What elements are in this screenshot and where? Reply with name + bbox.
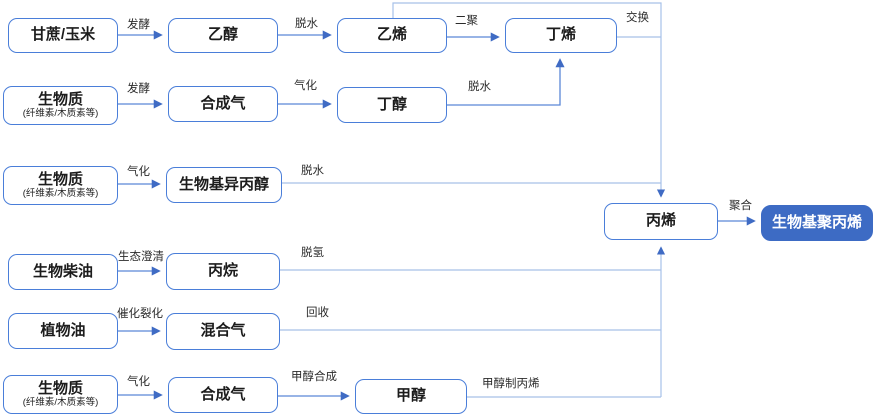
node-mixed-gas: 混合气 (166, 313, 280, 350)
node-methanol: 甲醇 (355, 379, 467, 414)
node-label: 乙醇 (207, 26, 238, 44)
edge-label-gasification-2: 气化 (127, 166, 150, 178)
node-syngas-1: 合成气 (168, 86, 278, 122)
node-butene: 丁烯 (505, 18, 617, 53)
node-label: 丁烯 (545, 26, 576, 44)
node-ethanol: 乙醇 (168, 18, 278, 53)
edge-label-methanol-to-propylene: 甲醇制丙烯 (482, 378, 540, 390)
edge-label-gasification-1: 气化 (294, 80, 317, 92)
node-label: 丙烯 (645, 212, 676, 230)
node-label: 生物柴油 (32, 262, 93, 280)
edge-label-methanol-synthesis: 甲醇合成 (291, 371, 337, 383)
node-label: 甲醇 (395, 387, 426, 405)
node-label: 生物基异丙醇 (178, 175, 269, 193)
edge-label-dehydration-2: 脱水 (468, 81, 491, 93)
edge-ethylene-to-propylene-collector (392, 2, 666, 198)
edge-label-dimerization: 二聚 (455, 15, 478, 27)
node-label: 丙烷 (207, 262, 238, 280)
edge-butanol-dehydration-to-butene (447, 58, 565, 106)
edge-label-polymerization: 聚合 (729, 200, 752, 212)
node-propane: 丙烷 (166, 253, 280, 290)
node-sublabel: (纤维素/木质素等) (22, 396, 99, 408)
edge-label-catalytic-cracking: 催化裂化 (117, 308, 163, 320)
edge-label-metathesis: 交换 (626, 12, 649, 24)
edge-label-dehydration-1: 脱水 (295, 18, 318, 30)
node-label: 甘蔗/玉米 (30, 26, 96, 44)
node-label: 合成气 (200, 385, 246, 403)
node-label: 乙烯 (376, 26, 407, 44)
node-label: 生物质 (37, 379, 83, 397)
node-sugarcane-corn: 甘蔗/玉米 (8, 18, 118, 53)
node-sublabel: (纤维素/木质素等) (22, 107, 99, 119)
edge-label-fermentation-2: 发酵 (127, 83, 150, 95)
node-label: 合成气 (200, 94, 246, 112)
node-label: 混合气 (200, 322, 246, 340)
node-label: 生物基聚丙烯 (771, 213, 862, 231)
node-label: 生物质 (37, 170, 83, 188)
edge-label-recovery: 回收 (306, 307, 329, 319)
edge-label-dehydration-3: 脱水 (301, 165, 324, 177)
edge-label-fermentation-1: 发酵 (127, 19, 150, 31)
node-biomass-1: 生物质 (纤维素/木质素等) (3, 86, 118, 125)
node-vegetable-oil: 植物油 (8, 313, 118, 349)
node-label: 植物油 (40, 321, 86, 339)
edge-label-eco-clarification: 生态澄清 (118, 251, 164, 263)
node-bio-polypropylene: 生物基聚丙烯 (761, 205, 873, 241)
node-biodiesel: 生物柴油 (8, 254, 118, 290)
node-ethylene: 乙烯 (337, 18, 447, 53)
node-bio-isopropanol: 生物基异丙醇 (166, 167, 282, 203)
edge-label-gasification-3: 气化 (127, 376, 150, 388)
node-syngas-2: 合成气 (168, 377, 278, 413)
node-label: 丁醇 (376, 95, 407, 113)
node-butanol: 丁醇 (337, 87, 447, 123)
node-sublabel: (纤维素/木质素等) (22, 187, 99, 199)
node-propylene: 丙烯 (604, 203, 718, 240)
node-biomass-2: 生物质 (纤维素/木质素等) (3, 166, 118, 205)
node-biomass-3: 生物质 (纤维素/木质素等) (3, 375, 118, 414)
node-label: 生物质 (37, 90, 83, 108)
edge-label-dehydrogenation: 脱氢 (301, 247, 324, 259)
